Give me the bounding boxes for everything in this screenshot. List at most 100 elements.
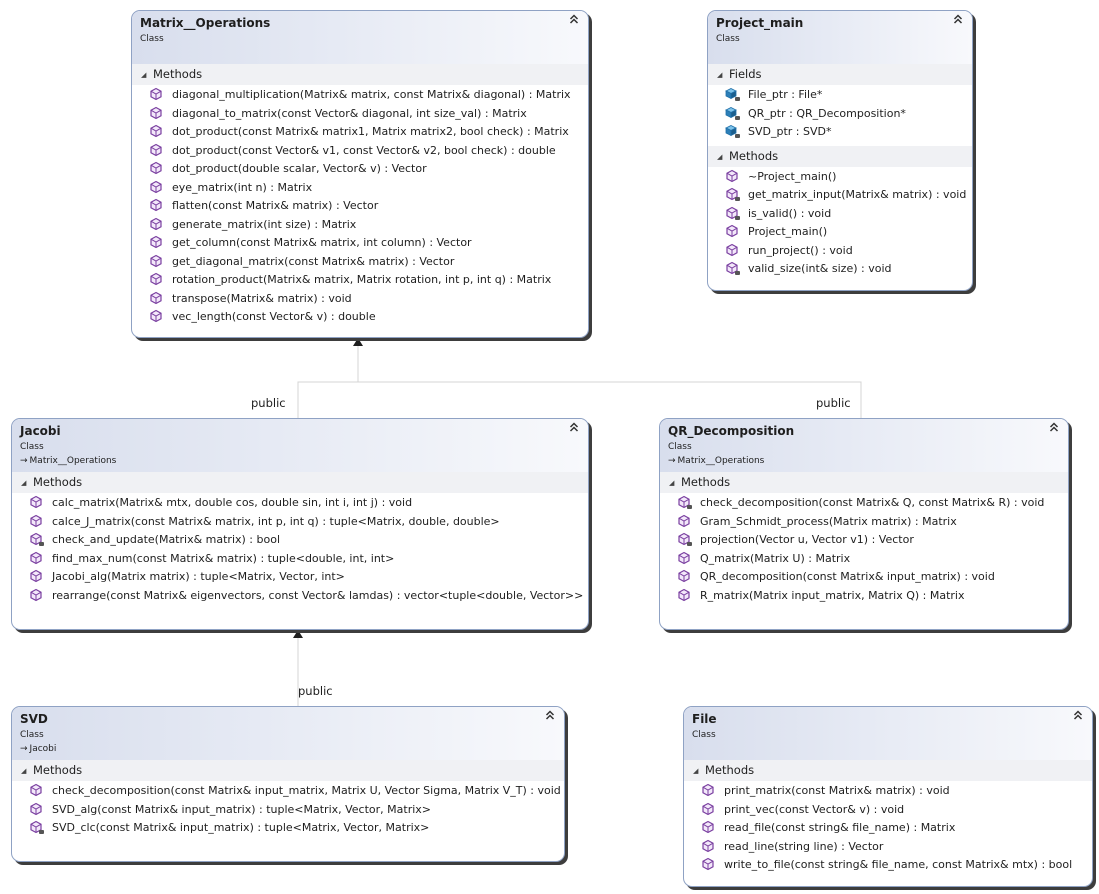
section-title: Fields: [729, 67, 762, 81]
chevron-up-double-icon[interactable]: [544, 710, 556, 722]
section-header-methods[interactable]: ◢Methods: [12, 760, 564, 781]
member-list: check_decomposition(const Matrix& input_…: [12, 781, 564, 842]
method-row[interactable]: read_line(string line) : Vector: [684, 838, 1092, 857]
member-signature: ~Project_main(): [748, 169, 837, 183]
class-name: SVD: [20, 712, 48, 726]
cube-method-icon: [149, 235, 163, 249]
method-row[interactable]: Gram_Schmidt_process(Matrix matrix) : Ma…: [660, 513, 1068, 532]
method-row[interactable]: vec_length(const Vector& v) : double: [132, 308, 588, 327]
cube-method-icon: [701, 820, 715, 834]
method-row[interactable]: R_matrix(Matrix input_matrix, Matrix Q) …: [660, 587, 1068, 606]
field-row[interactable]: QR_ptr : QR_Decomposition*: [708, 105, 972, 124]
method-row[interactable]: get_matrix_input(Matrix& matrix) : void: [708, 186, 972, 205]
method-row[interactable]: check_decomposition(const Matrix& input_…: [12, 782, 564, 801]
chevron-up-double-icon[interactable]: [1048, 422, 1060, 434]
method-row[interactable]: get_diagonal_matrix(const Matrix& matrix…: [132, 253, 588, 272]
member-signature: QR_ptr : QR_Decomposition*: [748, 106, 906, 120]
method-row[interactable]: generate_matrix(int size) : Matrix: [132, 216, 588, 235]
method-row[interactable]: diagonal_to_matrix(const Vector& diagona…: [132, 105, 588, 124]
method-row[interactable]: print_matrix(const Matrix& matrix) : voi…: [684, 782, 1092, 801]
section-header-methods[interactable]: ◢Methods: [708, 145, 972, 167]
method-row[interactable]: diagonal_multiplication(Matrix& matrix, …: [132, 86, 588, 105]
method-row[interactable]: valid_size(int& size) : void: [708, 260, 972, 279]
member-signature: QR_decomposition(const Matrix& input_mat…: [700, 570, 995, 583]
section-header-methods[interactable]: ◢Methods: [12, 472, 588, 493]
chevron-up-double-icon[interactable]: [1072, 710, 1084, 722]
member-signature: check_and_update(Matrix& matrix) : bool: [52, 533, 281, 546]
cube-method-icon: [29, 569, 43, 583]
method-row[interactable]: Jacobi_alg(Matrix matrix) : tuple<Matrix…: [12, 568, 588, 587]
method-row[interactable]: check_and_update(Matrix& matrix) : bool: [12, 531, 588, 550]
member-signature: write_to_file(const string& file_name, c…: [724, 858, 1073, 871]
chevron-up-double-icon[interactable]: [568, 422, 580, 434]
member-signature: diagonal_to_matrix(const Vector& diagona…: [172, 106, 527, 120]
member-signature: dot_product(const Vector& v1, const Vect…: [172, 143, 556, 157]
method-row[interactable]: QR_decomposition(const Matrix& input_mat…: [660, 568, 1068, 587]
method-row[interactable]: ~Project_main(): [708, 168, 972, 187]
method-row[interactable]: run_project() : void: [708, 242, 972, 261]
method-row[interactable]: Q_matrix(Matrix U) : Matrix: [660, 550, 1068, 569]
section-header-methods[interactable]: ◢Methods: [132, 64, 588, 85]
member-signature: calce_J_matrix(const Matrix& matrix, int…: [52, 514, 500, 528]
cube-method-icon: [701, 783, 715, 797]
method-row[interactable]: SVD_clc(const Matrix& input_matrix) : tu…: [12, 819, 564, 838]
member-signature: check_decomposition(const Matrix& Q, con…: [700, 496, 1045, 509]
method-row[interactable]: SVD_alg(const Matrix& input_matrix) : tu…: [12, 801, 564, 820]
field-row[interactable]: File_ptr : File*: [708, 86, 972, 105]
method-row[interactable]: check_decomposition(const Matrix& Q, con…: [660, 494, 1068, 513]
method-row[interactable]: find_max_num(const Matrix& matrix) : tup…: [12, 550, 588, 569]
method-row[interactable]: read_file(const string& file_name) : Mat…: [684, 819, 1092, 838]
member-signature: R_matrix(Matrix input_matrix, Matrix Q) …: [700, 588, 965, 602]
method-row[interactable]: dot_product(const Matrix& matrix1, Matri…: [132, 123, 588, 142]
chevron-up-double-icon[interactable]: [568, 14, 580, 26]
connector-jacobi-to-matrix-ops: [297, 345, 359, 421]
class-name: File: [692, 712, 717, 726]
section-title: Methods: [33, 763, 83, 777]
member-signature: read_file(const string& file_name) : Mat…: [724, 821, 956, 834]
cube-method-icon: [149, 124, 163, 138]
member-signature: eye_matrix(int n) : Matrix: [172, 180, 313, 194]
cube-method-icon: [149, 291, 163, 305]
member-signature: rotation_product(Matrix& matrix, Matrix …: [172, 273, 552, 286]
field-row[interactable]: SVD_ptr : SVD*: [708, 123, 972, 142]
cube-method-icon: [725, 206, 740, 220]
method-row[interactable]: transpose(Matrix& matrix) : void: [132, 290, 588, 309]
method-row[interactable]: dot_product(const Vector& v1, const Vect…: [132, 142, 588, 161]
section-header-fields[interactable]: ◢Fields: [708, 64, 972, 85]
method-row[interactable]: rotation_product(Matrix& matrix, Matrix …: [132, 271, 588, 290]
method-row[interactable]: Project_main(): [708, 223, 972, 242]
method-row[interactable]: get_column(const Matrix& matrix, int col…: [132, 234, 588, 253]
section-header-methods[interactable]: ◢Methods: [684, 760, 1092, 781]
member-signature: run_project() : void: [748, 243, 853, 257]
member-signature: generate_matrix(int size) : Matrix: [172, 217, 357, 231]
section-title: Methods: [681, 475, 731, 489]
arrow-right-icon: →: [20, 744, 28, 754]
member-signature: rearrange(const Matrix& eigenvectors, co…: [52, 588, 584, 602]
method-row[interactable]: projection(Vector u, Vector v1) : Vector: [660, 531, 1068, 550]
cube-method-icon: [677, 588, 691, 602]
member-signature: projection(Vector u, Vector v1) : Vector: [700, 533, 914, 546]
cube-method-icon: [149, 161, 163, 175]
method-row[interactable]: calce_J_matrix(const Matrix& matrix, int…: [12, 513, 588, 532]
method-row[interactable]: print_vec(const Vector& v) : void: [684, 801, 1092, 820]
section-header-methods[interactable]: ◢Methods: [660, 472, 1068, 493]
method-row[interactable]: write_to_file(const string& file_name, c…: [684, 856, 1092, 875]
method-row[interactable]: rearrange(const Matrix& eigenvectors, co…: [12, 587, 588, 606]
method-row[interactable]: calc_matrix(Matrix& mtx, double cos, dou…: [12, 494, 588, 513]
inheritance-arrowhead-matrix-ops: [353, 338, 363, 346]
method-row[interactable]: is_valid() : void: [708, 205, 972, 224]
method-row[interactable]: flatten(const Matrix& matrix) : Vector: [132, 197, 588, 216]
method-row[interactable]: dot_product(double scalar, Vector& v) : …: [132, 160, 588, 179]
section-title: Methods: [705, 763, 755, 777]
method-row[interactable]: eye_matrix(int n) : Matrix: [132, 179, 588, 198]
chevron-up-double-icon[interactable]: [952, 14, 964, 26]
